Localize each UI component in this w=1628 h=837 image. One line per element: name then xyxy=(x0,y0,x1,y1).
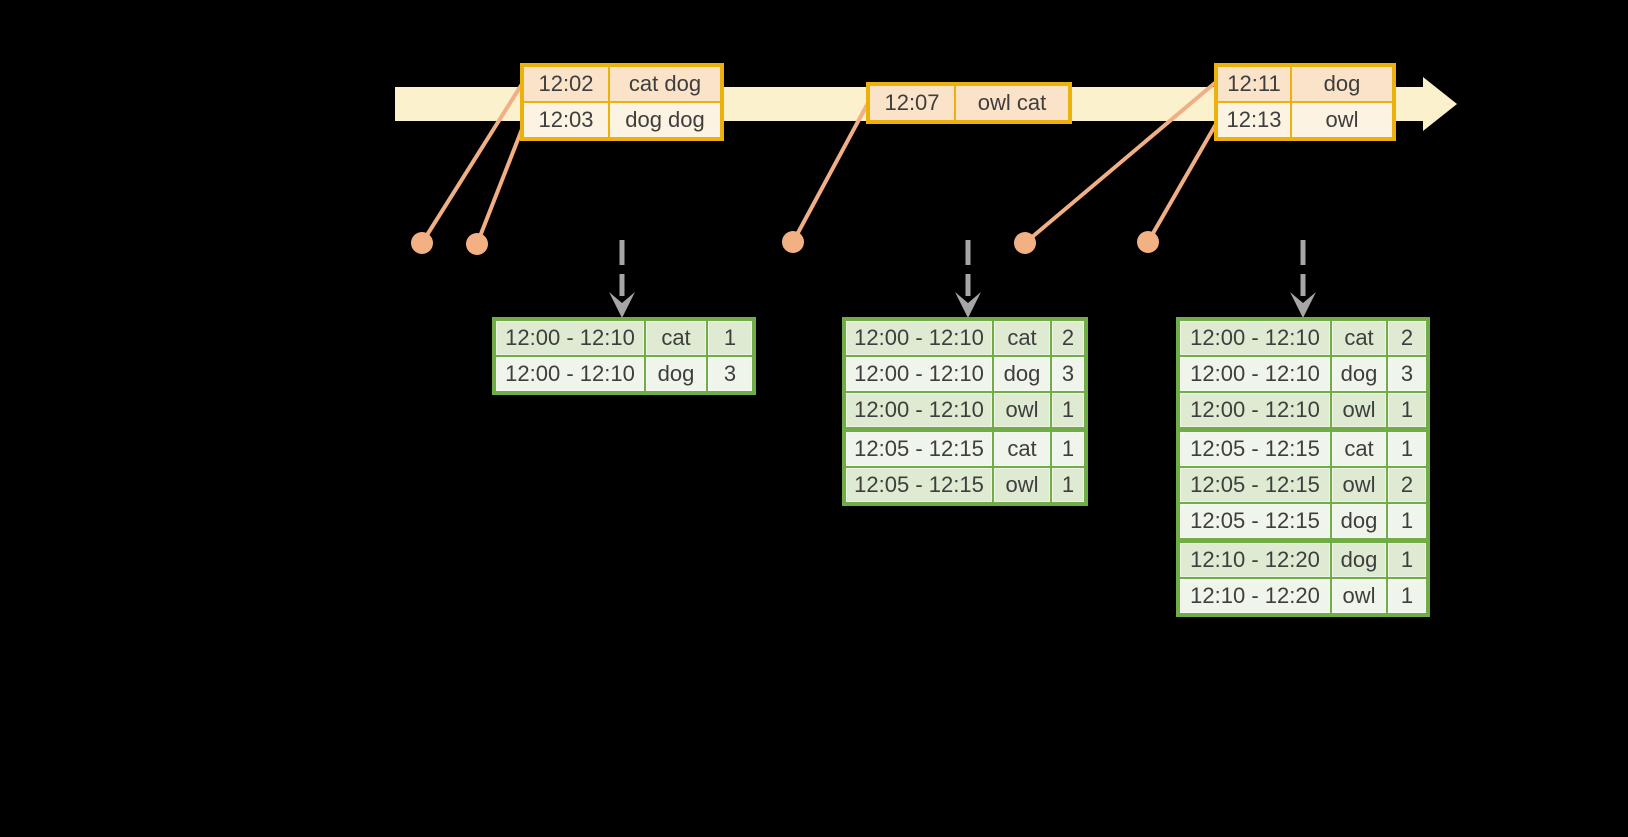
result-table-2: 12:00 - 12:10 cat 2 12:00 - 12:10 dog 3 … xyxy=(842,317,1088,506)
result-table-3: 12:00 - 12:10 cat 2 12:00 - 12:10 dog 3 … xyxy=(1176,317,1430,617)
event-dot xyxy=(1014,232,1036,254)
event-time: 12:02 xyxy=(524,67,608,101)
result-table-1: 12:00 - 12:10 cat 1 12:00 - 12:10 dog 3 xyxy=(492,317,756,395)
event-row: 12:13 owl xyxy=(1218,101,1392,137)
event-time: 12:13 xyxy=(1218,103,1290,137)
event-words: dog xyxy=(1290,67,1392,101)
event-dot xyxy=(1137,231,1159,253)
result-count: 1 xyxy=(1050,393,1084,427)
result-count: 1 xyxy=(1386,432,1426,466)
connector-line xyxy=(475,123,526,245)
result-count: 3 xyxy=(1050,357,1084,391)
result-word: cat xyxy=(644,321,706,355)
result-row: 12:05 - 12:15 owl 1 xyxy=(846,466,1084,502)
connector-line xyxy=(791,102,870,243)
result-count: 3 xyxy=(1386,357,1426,391)
event-dot xyxy=(782,231,804,253)
result-count: 3 xyxy=(706,357,752,391)
result-row: 12:05 - 12:15 owl 2 xyxy=(1180,466,1426,502)
result-window: 12:05 - 12:15 xyxy=(846,432,992,466)
result-count: 1 xyxy=(1386,393,1426,427)
result-count: 1 xyxy=(1386,579,1426,613)
event-row: 12:11 dog xyxy=(1218,67,1392,101)
event-time: 12:07 xyxy=(870,86,954,120)
result-window: 12:05 - 12:15 xyxy=(1180,432,1330,466)
result-window: 12:00 - 12:10 xyxy=(1180,357,1330,391)
result-window: 12:00 - 12:10 xyxy=(846,393,992,427)
result-word: owl xyxy=(1330,579,1386,613)
result-window: 12:10 - 12:20 xyxy=(1180,579,1330,613)
result-word: cat xyxy=(1330,321,1386,355)
result-window: 12:00 - 12:10 xyxy=(1180,393,1330,427)
result-row: 12:05 - 12:15 dog 1 xyxy=(1180,502,1426,538)
result-row: 12:00 - 12:10 owl 1 xyxy=(846,391,1084,427)
result-row: 12:00 - 12:10 dog 3 xyxy=(846,355,1084,391)
result-word: cat xyxy=(1330,432,1386,466)
event-time: 12:11 xyxy=(1218,67,1290,101)
result-row: 12:00 - 12:10 owl 1 xyxy=(1180,391,1426,427)
result-count: 1 xyxy=(1386,504,1426,538)
trigger-arrow-icon xyxy=(1290,240,1316,318)
result-count: 1 xyxy=(1050,432,1084,466)
result-word: owl xyxy=(1330,468,1386,502)
result-count: 2 xyxy=(1050,321,1084,355)
connector-line xyxy=(1023,80,1218,245)
result-word: owl xyxy=(992,393,1050,427)
result-count: 1 xyxy=(706,321,752,355)
event-row: 12:03 dog dog xyxy=(524,101,720,137)
event-words: cat dog xyxy=(608,67,720,101)
result-count: 2 xyxy=(1386,321,1426,355)
result-row: 12:10 - 12:20 dog 1 xyxy=(1180,538,1426,577)
event-table-3: 12:11 dog 12:13 owl xyxy=(1214,63,1396,141)
result-window: 12:05 - 12:15 xyxy=(1180,468,1330,502)
result-window: 12:00 - 12:10 xyxy=(496,321,644,355)
result-count: 1 xyxy=(1050,468,1084,502)
result-window: 12:05 - 12:15 xyxy=(1180,504,1330,538)
result-word: dog xyxy=(1330,543,1386,577)
result-word: cat xyxy=(992,432,1050,466)
result-row: 12:05 - 12:15 cat 1 xyxy=(1180,427,1426,466)
result-word: owl xyxy=(992,468,1050,502)
trigger-arrow-icon xyxy=(955,240,981,318)
event-row: 12:02 cat dog xyxy=(524,67,720,101)
result-row: 12:00 - 12:10 cat 1 xyxy=(496,321,752,355)
result-count: 1 xyxy=(1386,543,1426,577)
timeline-arrowhead-icon xyxy=(1423,77,1457,131)
result-word: dog xyxy=(644,357,706,391)
event-dot xyxy=(466,233,488,255)
event-words: owl xyxy=(1290,103,1392,137)
event-table-2: 12:07 owl cat xyxy=(866,82,1072,124)
result-window: 12:00 - 12:10 xyxy=(846,357,992,391)
result-row: 12:10 - 12:20 owl 1 xyxy=(1180,577,1426,613)
result-word: owl xyxy=(1330,393,1386,427)
result-row: 12:00 - 12:10 dog 3 xyxy=(1180,355,1426,391)
result-word: dog xyxy=(1330,504,1386,538)
connector-line xyxy=(1146,123,1218,243)
event-time: 12:03 xyxy=(524,103,608,137)
result-row: 12:00 - 12:10 cat 2 xyxy=(1180,321,1426,355)
result-window: 12:00 - 12:10 xyxy=(846,321,992,355)
trigger-arrow-icon xyxy=(609,240,635,318)
connector-line xyxy=(420,82,524,245)
result-window: 12:05 - 12:15 xyxy=(846,468,992,502)
result-word: dog xyxy=(992,357,1050,391)
result-window: 12:00 - 12:10 xyxy=(496,357,644,391)
result-row: 12:05 - 12:15 cat 1 xyxy=(846,427,1084,466)
event-row: 12:07 owl cat xyxy=(870,86,1068,120)
result-count: 2 xyxy=(1386,468,1426,502)
result-word: cat xyxy=(992,321,1050,355)
event-table-1: 12:02 cat dog 12:03 dog dog xyxy=(520,63,724,141)
result-row: 12:00 - 12:10 dog 3 xyxy=(496,355,752,391)
event-words: owl cat xyxy=(954,86,1068,120)
result-window: 12:10 - 12:20 xyxy=(1180,543,1330,577)
event-dot xyxy=(411,232,433,254)
result-window: 12:00 - 12:10 xyxy=(1180,321,1330,355)
event-words: dog dog xyxy=(608,103,720,137)
result-word: dog xyxy=(1330,357,1386,391)
result-row: 12:00 - 12:10 cat 2 xyxy=(846,321,1084,355)
